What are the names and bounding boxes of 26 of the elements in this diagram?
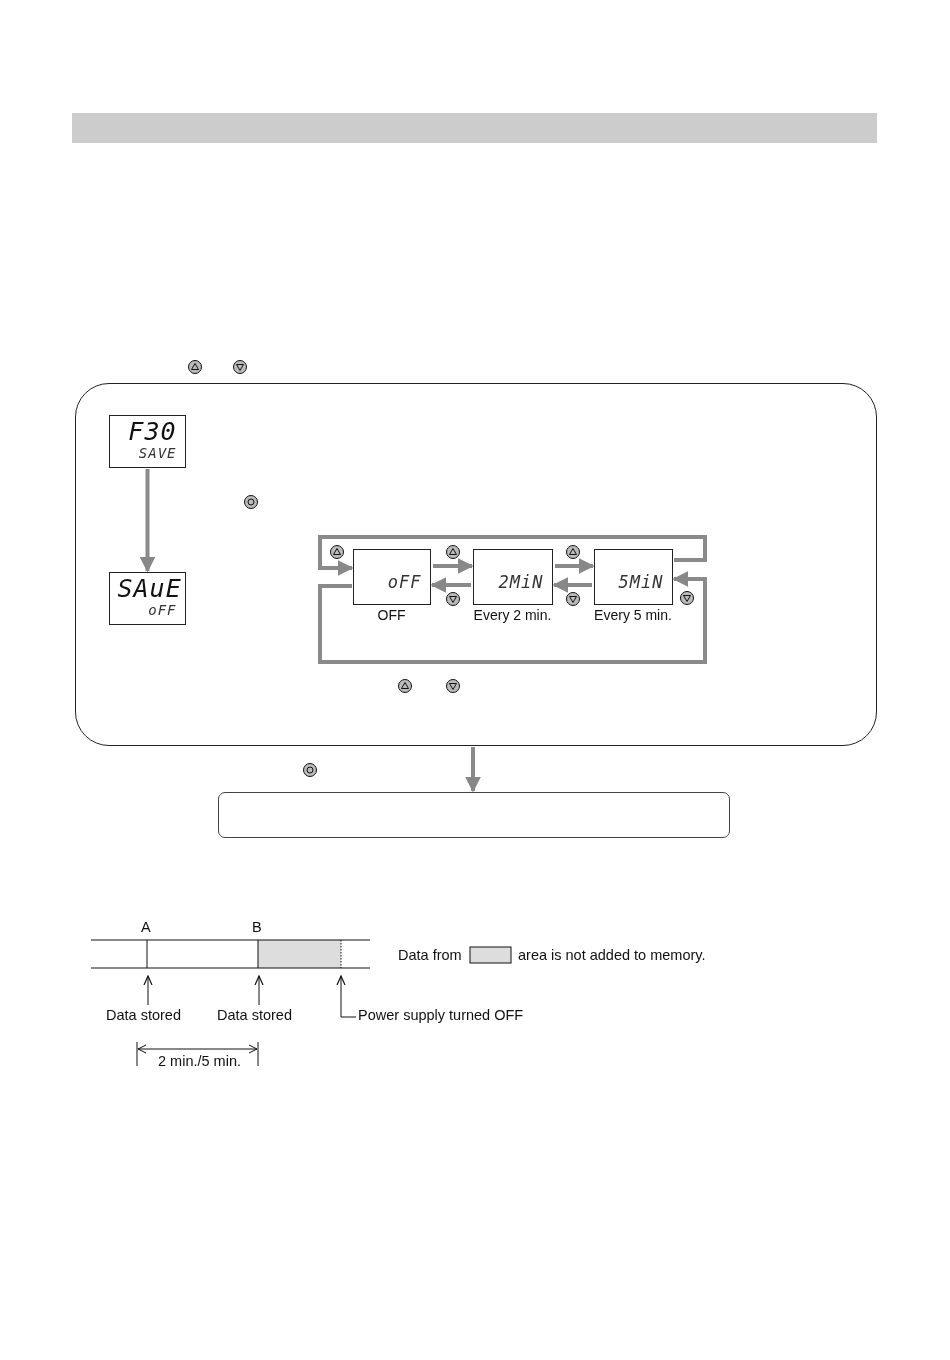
display-caption: Every 2 min. xyxy=(472,606,553,623)
arrow xyxy=(318,571,707,664)
display-caption: Every 5 min. xyxy=(593,606,673,623)
annotation-text: Data stored xyxy=(106,1007,190,1025)
marker-letter: A xyxy=(141,919,151,935)
note-text: Data from xyxy=(398,947,462,963)
arrow xyxy=(465,747,481,793)
arrow xyxy=(433,558,474,574)
annotation-text: Power supply turned OFF xyxy=(358,1007,538,1025)
dimension-label: 2 min./5 min. xyxy=(158,1053,241,1069)
arrow xyxy=(318,535,707,576)
lcd-display: SAuE oFF xyxy=(108,571,186,625)
arrow xyxy=(552,577,592,593)
annotation-text: Data stored xyxy=(217,1007,301,1025)
leader-line xyxy=(336,975,357,1018)
leader-line xyxy=(143,975,153,1006)
note-text: area is not added to memory. xyxy=(518,947,706,963)
rounded-panel xyxy=(75,383,877,746)
arrow xyxy=(555,558,595,574)
marker-letter: B xyxy=(252,919,262,935)
arrow xyxy=(430,577,471,593)
rounded-box xyxy=(218,792,730,838)
arrow xyxy=(139,469,156,573)
leader-line xyxy=(254,975,264,1006)
display-caption: OFF xyxy=(376,606,407,623)
lcd-display: F30 SAVE xyxy=(108,414,186,468)
